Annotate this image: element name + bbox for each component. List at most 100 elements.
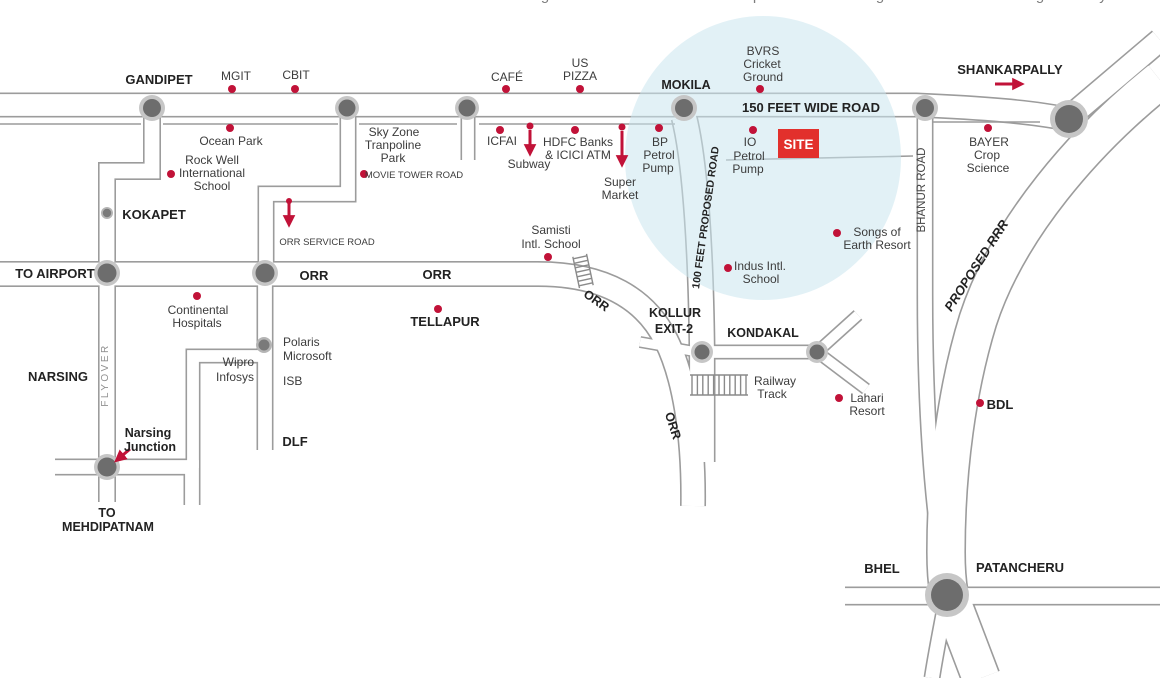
- label-wipro: Wipro: [223, 355, 255, 369]
- site-badge-box: [778, 129, 819, 158]
- railway-rung: [577, 277, 592, 282]
- arrows-layer: [114, 77, 1025, 463]
- top-cropped-text: gpggy: [541, 0, 1107, 4]
- label-subway: Subway: [508, 157, 551, 171]
- railway-rung: [572, 256, 581, 289]
- junction-0: [143, 99, 161, 117]
- label-railway-2: Track: [757, 387, 788, 401]
- label-mokila: MOKILA: [661, 78, 710, 92]
- label-pizza: PIZZA: [563, 69, 597, 83]
- label-bvrs-2: Cricket: [743, 57, 781, 71]
- label-orr-2: ORR: [423, 267, 453, 282]
- narsing-junction-arrow: [114, 447, 131, 463]
- railway-crossing-orr: [572, 253, 594, 289]
- label-skyzone-3: Park: [381, 151, 407, 165]
- label-bp-3: Pump: [642, 161, 674, 175]
- label-dlf: DLF: [282, 434, 307, 449]
- cropped-glyph-1: p: [753, 0, 761, 4]
- railway-track: [690, 374, 748, 396]
- label-railway-1: Railway: [754, 374, 796, 388]
- label-lahari-1: Lahari: [850, 391, 883, 405]
- wipro-road: [187, 350, 264, 468]
- label-patancheru: PATANCHERU: [976, 560, 1064, 575]
- label-hdfc-2: & ICICI ATM: [545, 148, 611, 162]
- label-lahari-2: Resort: [849, 404, 885, 418]
- junction-4: [916, 99, 934, 117]
- railway-rail: [585, 253, 594, 286]
- label-continental-2: Hospitals: [172, 316, 221, 330]
- label-narsing: NARSING: [28, 369, 88, 384]
- label-indus-2: School: [743, 272, 780, 286]
- label-super-2: Market: [602, 188, 639, 202]
- junction-3: [675, 99, 693, 117]
- us-pizza-dot: [576, 85, 584, 93]
- cropped-glyph-4: y: [1099, 0, 1107, 4]
- label-super-1: Super: [604, 175, 636, 189]
- label-bdl: BDL: [987, 397, 1014, 412]
- label-flyover: FLYOVER: [100, 343, 111, 406]
- label-bayer-2: Crop: [974, 148, 1000, 162]
- subway-dot: [526, 122, 534, 130]
- bp-dot: [655, 124, 663, 132]
- junction-10: [809, 344, 825, 360]
- junction-9: [694, 344, 710, 360]
- label-road-150ft: 150 FEET WIDE ROAD: [742, 100, 880, 115]
- label-to-mehdipatnam-2: MEHDIPATNAM: [62, 520, 154, 534]
- junction-11: [931, 579, 963, 611]
- label-bhel: BHEL: [864, 561, 899, 576]
- junction-5: [1055, 105, 1083, 133]
- label-bvrs-1: BVRS: [747, 44, 780, 58]
- tellapur-dot: [434, 305, 442, 313]
- bhanur-road: [918, 117, 955, 678]
- label-samisti-2: Intl. School: [521, 237, 580, 251]
- movie-tower-dot: [360, 170, 368, 178]
- label-microsoft: Microsoft: [283, 349, 332, 363]
- label-rockwell-2: International: [179, 166, 245, 180]
- label-kollur: KOLLUR: [649, 306, 701, 320]
- label-io-1: IO: [744, 135, 757, 149]
- label-io-3: Pump: [732, 162, 764, 176]
- icfai-dot: [496, 126, 504, 134]
- minor-junction-0: [102, 208, 112, 218]
- label-bp-2: Petrol: [643, 148, 674, 162]
- cbit-dot: [291, 85, 299, 93]
- label-hdfc-1: HDFC Banks: [543, 135, 613, 149]
- label-continental-1: Continental: [168, 303, 229, 317]
- label-isb: ISB: [283, 374, 302, 388]
- label-cbit: CBIT: [282, 68, 310, 82]
- junctions-layer: [94, 95, 1088, 617]
- site-badge: SITE: [778, 129, 819, 158]
- continental-dot: [193, 292, 201, 300]
- label-polaris: Polaris: [283, 335, 320, 349]
- label-infosys: Infosys: [216, 370, 254, 384]
- rockwell-dot: [167, 170, 175, 178]
- hdfc-dot: [571, 126, 579, 134]
- label-narsing-junction-2: Junction: [124, 440, 176, 454]
- label-bayer-3: Science: [967, 161, 1010, 175]
- label-kondakal: KONDAKAL: [727, 326, 799, 340]
- railway-rung: [573, 255, 588, 260]
- label-to-airport: TO AIRPORT: [15, 266, 95, 281]
- bdl-dot: [976, 399, 984, 407]
- label-us: US: [572, 56, 589, 70]
- super-market-dot: [618, 123, 626, 131]
- label-bp-1: BP: [652, 135, 668, 149]
- label-songs-1: Songs of: [853, 225, 901, 239]
- cropped-glyph-3: g: [1036, 0, 1044, 4]
- junction-6: [97, 263, 117, 283]
- railway-rung: [576, 273, 591, 278]
- poi-dots-layer: [167, 85, 992, 407]
- railway-rung: [578, 282, 593, 287]
- songs-dot: [833, 229, 841, 237]
- site-badge-label: SITE: [783, 137, 813, 152]
- orr-service-dot: [286, 198, 292, 204]
- lahari-dot: [835, 394, 843, 402]
- orr-service-road: [259, 117, 355, 273]
- label-io-2: Petrol: [733, 149, 764, 163]
- label-bhanur-road: BHANUR ROAD: [916, 148, 928, 233]
- label-narsing-junction-1: Narsing: [125, 426, 172, 440]
- label-kokapet: KOKAPET: [122, 207, 186, 222]
- narsing-road: [55, 460, 199, 505]
- junction-8: [97, 457, 117, 477]
